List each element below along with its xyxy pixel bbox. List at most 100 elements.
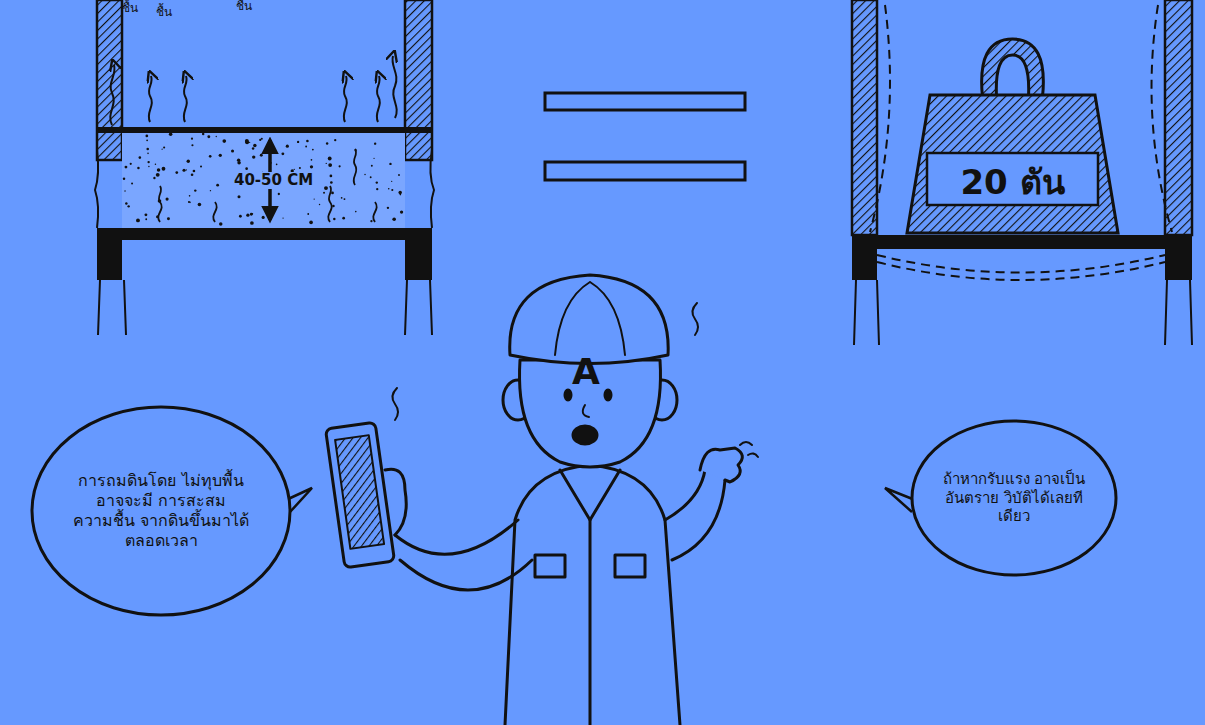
soil-grain <box>260 154 263 157</box>
soil-grain <box>276 164 278 166</box>
soil-grain <box>294 169 295 170</box>
helmet <box>510 275 668 364</box>
soil-grain <box>391 181 392 182</box>
soil-grain <box>343 198 345 200</box>
column <box>98 280 432 335</box>
wall <box>405 0 432 160</box>
nose <box>583 405 589 417</box>
helmet-letter: A <box>572 352 600 392</box>
soil-grain <box>370 220 372 222</box>
soil-grain <box>392 217 396 221</box>
soil-grain <box>136 218 140 222</box>
soil-grain <box>147 161 149 163</box>
soil-grain <box>127 205 129 207</box>
soil-grain <box>400 194 402 196</box>
speech-bubble: ถ้าหากรับแรง อาจเป็นอันตราย วิบัติได้เลย… <box>910 419 1118 577</box>
soil-grain <box>146 139 148 141</box>
moisture-label: ชื้น <box>236 0 252 13</box>
bubble-text: การถมดินโดย ไม่ทุบพื้น อาจจะมี การสะสมคว… <box>66 471 256 551</box>
weight-body <box>907 95 1118 233</box>
soil-grain <box>309 221 313 225</box>
soil-grain <box>156 173 160 177</box>
arm <box>665 470 705 520</box>
soil-grain <box>364 174 365 175</box>
soil-fill <box>122 130 405 228</box>
soil-grain <box>209 155 212 158</box>
soil-grain <box>376 188 378 190</box>
soil-grain <box>370 176 372 178</box>
bubble-tail <box>885 488 915 512</box>
moisture-arrow <box>110 56 396 125</box>
soil-grain <box>319 204 320 205</box>
soil-grain <box>238 195 241 198</box>
soil-grain <box>341 197 343 199</box>
soil-grain <box>389 163 391 165</box>
soil-grain <box>202 133 204 135</box>
soil-grain <box>155 163 156 164</box>
beam-end <box>97 228 122 280</box>
bubble-outline <box>32 407 290 615</box>
soil-grain <box>182 169 185 172</box>
soil-grain <box>330 175 333 178</box>
soil-grain <box>398 174 400 176</box>
soil-grain <box>245 167 248 170</box>
moisture-squiggle <box>158 186 161 222</box>
soil-grain <box>391 189 393 191</box>
moisture-squiggle <box>328 186 331 222</box>
arm <box>395 520 518 554</box>
soil-grain <box>139 156 142 159</box>
soil-grain <box>342 217 345 220</box>
phone <box>326 422 395 568</box>
moisture-arrow <box>110 65 114 125</box>
soil-grain <box>167 217 170 220</box>
moisture-arrow <box>377 76 380 122</box>
soil-grain <box>323 192 325 194</box>
soil-grain <box>191 138 193 140</box>
equals-bar <box>545 93 745 110</box>
sweat-mark <box>692 303 698 335</box>
gesture-mark <box>740 442 758 457</box>
soil-grain <box>239 215 242 218</box>
placket <box>589 520 592 725</box>
soil-grain <box>387 207 389 209</box>
moisture-arrow <box>149 76 152 122</box>
deflection-line <box>1152 5 1172 232</box>
soil-grain <box>252 147 255 150</box>
bubble-text: ถ้าหากรับแรง อาจเป็นอันตราย วิบัติได้เลย… <box>936 470 1092 526</box>
deflection-line <box>877 255 1165 273</box>
soil-grain <box>282 217 283 218</box>
soil-grain <box>326 142 328 144</box>
soil-grain <box>166 197 169 200</box>
soil-grain <box>130 163 132 165</box>
mouth <box>573 426 597 444</box>
arm <box>400 560 532 590</box>
pocket <box>535 555 565 577</box>
wall <box>852 0 877 235</box>
soil-grain <box>373 158 374 159</box>
deflection-line <box>870 5 890 232</box>
soil-grain <box>306 140 309 143</box>
soil-grain <box>193 170 196 173</box>
moisture-arrow <box>344 76 347 122</box>
soil-grain <box>259 139 261 141</box>
moisture-squiggle <box>213 202 216 222</box>
soil-grain <box>186 169 187 170</box>
soil-grain <box>339 165 341 167</box>
soil-grain <box>198 203 202 207</box>
wall <box>1165 0 1192 235</box>
deflection-line <box>877 262 1165 280</box>
beam-end <box>852 235 877 280</box>
soil-grain <box>281 152 284 155</box>
node-content: 20 ตัน <box>905 35 1120 235</box>
soil-grain <box>250 221 254 225</box>
soil-grain <box>249 142 250 143</box>
moisture-squiggle <box>158 149 376 222</box>
soil-grain <box>131 182 133 184</box>
soil-grain <box>311 159 313 161</box>
column <box>854 280 1192 345</box>
soil-grain <box>219 222 222 225</box>
soil-grain <box>305 146 307 148</box>
arm <box>672 480 725 560</box>
beam-end <box>1165 235 1192 280</box>
shirt <box>505 465 680 725</box>
